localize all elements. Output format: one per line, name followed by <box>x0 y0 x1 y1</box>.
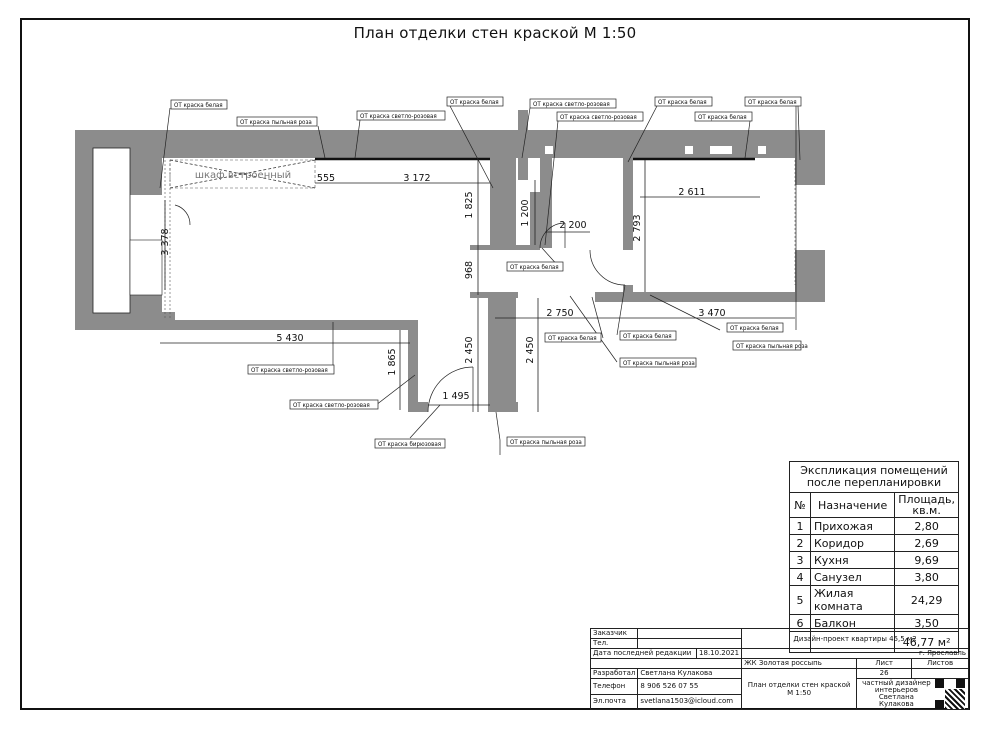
paint-tag: ОТ краска пыльная роза <box>506 436 586 447</box>
drawing-frame <box>20 18 970 710</box>
svg-text:ОТ краска белая: ОТ краска белая <box>174 101 223 109</box>
svg-text:ОТ краска белая: ОТ краска белая <box>450 98 499 106</box>
paint-tag: ОТ краска белая <box>506 261 564 272</box>
dim-3172: 3 172 <box>403 173 430 184</box>
svg-text:ОТ краска светло-розовая: ОТ краска светло-розовая <box>560 114 637 121</box>
explication-table: Экспликация помещений после перепланиров… <box>789 461 959 653</box>
col-area: Площадь, кв.м. <box>894 492 959 518</box>
email-value: svetlana1503@icloud.com <box>637 693 743 710</box>
paint-tag: ОТ краска пыльная роза <box>236 116 318 127</box>
svg-text:ОТ краска белая: ОТ краска белая <box>623 332 672 340</box>
qr-code-icon <box>934 679 965 709</box>
svg-text:ОТ краска пыльная роза: ОТ краска пыльная роза <box>736 343 808 350</box>
last-edit-date: 18.10.2021 <box>696 648 743 659</box>
customer-label: Заказчик <box>589 628 639 639</box>
dim-3470: 3 470 <box>698 308 725 319</box>
title-block: Заказчик Дизайн-проект квартиры 45,5 м2 … <box>589 628 969 710</box>
developer-label: Разработал <box>589 668 639 679</box>
developer-name: Светлана Кулакова <box>637 668 743 679</box>
paint-tag: ОТ краска светло-розовая <box>289 399 379 410</box>
col-number: № <box>789 492 811 518</box>
svg-text:ОТ краска пыльная роза: ОТ краска пыльная роза <box>510 439 582 446</box>
explication-title: Экспликация помещений после перепланиров… <box>789 461 959 493</box>
dim-1200: 1 200 <box>520 199 531 226</box>
paint-tag: ОТ краска белая <box>544 332 602 343</box>
svg-text:ОТ краска белая: ОТ краска белая <box>548 334 597 342</box>
svg-text:ОТ краска белая: ОТ краска белая <box>730 324 779 332</box>
paint-tag: ОТ краска белая <box>446 96 504 107</box>
walls <box>75 110 825 412</box>
sheets-label: Листов <box>911 658 969 669</box>
svg-text:ОТ краска белая: ОТ краска белая <box>748 98 797 106</box>
dim-1495: 1 495 <box>442 391 469 402</box>
drawing-title: План отделки стен краской М 1:50 <box>741 668 858 710</box>
dim-2450-left: 2 450 <box>464 336 475 363</box>
svg-text:ОТ краска светло-розовая: ОТ краска светло-розовая <box>251 367 328 374</box>
dim-968: 968 <box>464 261 475 279</box>
svg-text:ОТ краска пыльная роза: ОТ краска пыльная роза <box>240 119 312 126</box>
svg-text:ОТ краска пыльная роза: ОТ краска пыльная роза <box>623 360 695 367</box>
dim-2200: 2 200 <box>559 220 586 231</box>
paint-tag: ОТ краска пыльная роза <box>619 357 697 368</box>
paint-tag: ОТ краска светло-розовая <box>247 364 335 375</box>
svg-text:ОТ краска светло-розовая: ОТ краска светло-розовая <box>533 101 610 108</box>
sheet-number: 26 <box>856 668 913 679</box>
col-purpose: Назначение <box>809 492 896 518</box>
dim-2450-right: 2 450 <box>525 336 536 363</box>
paint-tag: ОТ краска пыльная роза <box>732 340 808 351</box>
svg-text:ОТ краска светло-розовая: ОТ краска светло-розовая <box>293 402 370 409</box>
svg-text:ОТ краска белая: ОТ краска белая <box>698 113 747 121</box>
paint-tag: ОТ краска белая <box>694 111 753 122</box>
dim-555: 555 <box>317 173 335 184</box>
dim-2750: 2 750 <box>546 308 573 319</box>
last-edit-label: Дата последней редакции <box>589 648 698 659</box>
svg-text:ОТ краска белая: ОТ краска белая <box>658 98 707 106</box>
paint-tag: ОТ краска светло-розовая <box>556 111 644 122</box>
dim-2611: 2 611 <box>678 187 705 198</box>
dim-2793: 2 793 <box>632 214 643 241</box>
paint-tag: ОТ краска белая <box>744 96 802 107</box>
svg-text:ОТ краска белая: ОТ краска белая <box>510 263 559 271</box>
dim-3378: 3 378 <box>160 228 171 255</box>
email-label: Эл.почта <box>589 693 639 710</box>
dim-5430: 5 430 <box>276 333 303 344</box>
telephone-label: Телефон <box>589 678 639 695</box>
phone-label: Тел. <box>589 638 639 649</box>
wardrobe-label: шкаф встроенный <box>195 170 291 181</box>
dim-1825: 1 825 <box>464 191 475 218</box>
dim-1865: 1 865 <box>387 348 398 375</box>
paint-tag: ОТ краска белая <box>654 96 713 107</box>
paint-tag: ОТ краска бирюзовая <box>374 438 446 449</box>
svg-text:ОТ краска бирюзовая: ОТ краска бирюзовая <box>378 440 441 448</box>
svg-text:ОТ краска светло-розовая: ОТ краска светло-розовая <box>360 113 437 120</box>
project-name: Дизайн-проект квартиры 45,5 м2 <box>793 634 917 643</box>
paint-tag: ОТ краска светло-розовая <box>529 98 617 109</box>
paint-tag: ОТ краска белая <box>619 330 677 341</box>
designer-info: частный дизайнер интерьеров Светлана Кул… <box>862 679 931 708</box>
complex-name: ЖК Золотая россыпь <box>741 658 858 669</box>
sheet-label: Лист <box>856 658 913 669</box>
paint-tag: ОТ краска белая <box>170 99 228 110</box>
paint-tag: ОТ краска белая <box>726 322 784 333</box>
city: г. Ярославль <box>741 648 969 659</box>
paint-tag: ОТ краска светло-розовая <box>356 110 446 121</box>
telephone-value: 8 906 526 07 55 <box>637 678 743 695</box>
page-title: План отделки стен краской М 1:50 <box>353 24 637 42</box>
